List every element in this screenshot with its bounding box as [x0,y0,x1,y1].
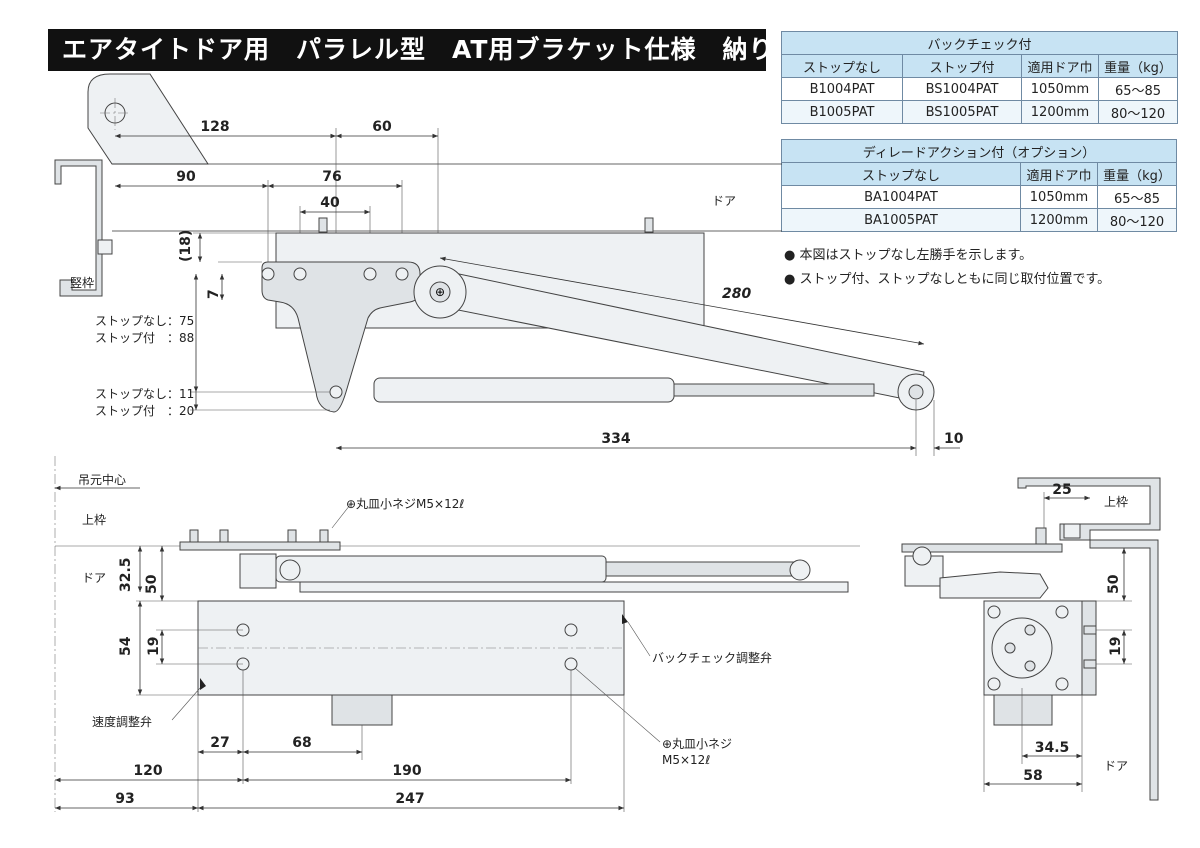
table-cell: 1050mm [1020,185,1098,209]
column-header: ストップ付 [902,54,1022,78]
dim-50: 50 [144,574,160,594]
column-header: ストップなし [781,162,1021,186]
hinge-bracket [87,73,209,165]
dim-128: 128 [200,119,229,135]
dim-40: 40 [320,195,340,211]
page-title: エアタイトドア用 パラレル型 AT用ブラケット仕様 納り図 [48,29,766,71]
speed-valve-label: 速度調整弁 [92,714,152,729]
main-arm-front [299,581,849,593]
column-header: 重量（kg） [1097,162,1177,186]
column-header: 重量（kg） [1098,54,1178,78]
closer-end-cap [991,617,1053,679]
dim-54: 54 [118,636,134,656]
column-header: ストップなし [781,54,903,78]
dim-90: 90 [176,169,196,185]
dim-18: (18) [178,230,194,262]
table-cell: 1050mm [1021,77,1099,101]
table-row: B1004PAT BS1004PAT 1050mm 65〜85 [781,77,1178,101]
backcheck-valve-label: バックチェック調整弁 [652,650,772,665]
screw-label-bottom-2: M5×12ℓ [662,753,710,767]
screw-label-top: ⊕丸皿小ネジM5×12ℓ [346,497,464,511]
table-caption: ディレードアクション付（オプション） [781,139,1177,163]
front-view: 吊元中心 上枠 ドア ⊕丸皿小ネジM5×12ℓ 32. [54,456,860,812]
dim-190: 190 [392,763,421,779]
dim-334: 334 [601,431,630,447]
dim-10: 10 [944,431,964,447]
head-frame-label: 上枠 [82,513,106,527]
screw [644,217,654,233]
table-row: B1005PAT BS1005PAT 1200mm 80〜120 [781,100,1178,124]
vertical-frame [54,159,103,297]
dim-34-5: 34.5 [1035,740,1070,756]
screw [318,217,328,233]
table-cell: 1200mm [1020,208,1098,232]
dim-27: 27 [210,735,229,751]
svg-text:⊕: ⊕ [435,285,445,299]
table-caption: バックチェック付 [781,31,1178,55]
dim-stop-none-75: ストップなし：75 [95,314,194,328]
table-cell: 80〜120 [1097,208,1177,232]
door-label-front: ドア [82,571,106,585]
screw-label-bottom-1: ⊕丸皿小ネジ [662,737,732,751]
dim-247: 247 [395,791,424,807]
head-frame-profile [1017,477,1161,541]
mounting-bracket [261,261,421,413]
top-bracket-plate [179,541,341,551]
dim-7: 7 [206,289,222,299]
top-view: 竪枠 ドア 128 60 90 76 40 [54,73,964,456]
table-cell: BA1005PAT [781,208,1021,232]
dim-32-5: 32.5 [118,557,134,592]
dim-76: 76 [322,169,341,185]
table-cell: BA1004PAT [781,185,1021,209]
frame-label: 竪枠 [70,276,94,290]
closer-spindle-box [331,694,393,726]
dim-25: 25 [1052,482,1071,498]
dim-stop-none-11: ストップなし：11 [95,387,194,401]
dim-68: 68 [292,735,311,751]
dim-19: 19 [146,637,162,656]
table-cell: 80〜120 [1098,100,1178,124]
dim-50-side: 50 [1106,574,1122,594]
dim-stop-with-88: ストップ付 ：88 [95,331,194,345]
table-cell: BS1005PAT [902,100,1022,124]
dim-120: 120 [133,763,162,779]
head-frame-label-side: 上枠 [1104,495,1128,509]
table-row: BA1005PAT 1200mm 80〜120 [781,208,1177,232]
table-cell: B1005PAT [781,100,903,124]
dim-60: 60 [372,119,392,135]
side-view: 上枠 ドア 25 50 19 [901,477,1161,801]
table-row: BA1004PAT 1050mm 65〜85 [781,185,1177,209]
column-header: 適用ドア巾 [1021,54,1099,78]
dim-stop-with-20: ストップ付 ：20 [95,404,194,418]
forearm-tube [373,377,675,403]
table-cell: 1200mm [1021,100,1099,124]
table-cell: BS1004PAT [902,77,1022,101]
door-label: ドア [712,194,736,208]
backcheck-spec-table: バックチェック付 ストップなし ストップ付 適用ドア巾 重量（kg） B1004… [781,31,1178,124]
door-label-side: ドア [1104,759,1128,773]
dim-93: 93 [115,791,134,807]
mounting-screw [564,623,578,637]
dim-280: 280 [722,286,751,302]
column-header: 適用ドア巾 [1020,162,1098,186]
hinge-center-label: 吊元中心 [78,472,126,487]
forearm-front [275,555,607,583]
forearm-rod [673,383,875,397]
delayed-action-spec-table: ディレードアクション付（オプション） ストップなし 適用ドア巾 重量（kg） B… [781,139,1177,232]
side-bracket-plate [901,543,1063,553]
dim-19-side: 19 [1108,637,1124,656]
dim-58: 58 [1023,768,1042,784]
